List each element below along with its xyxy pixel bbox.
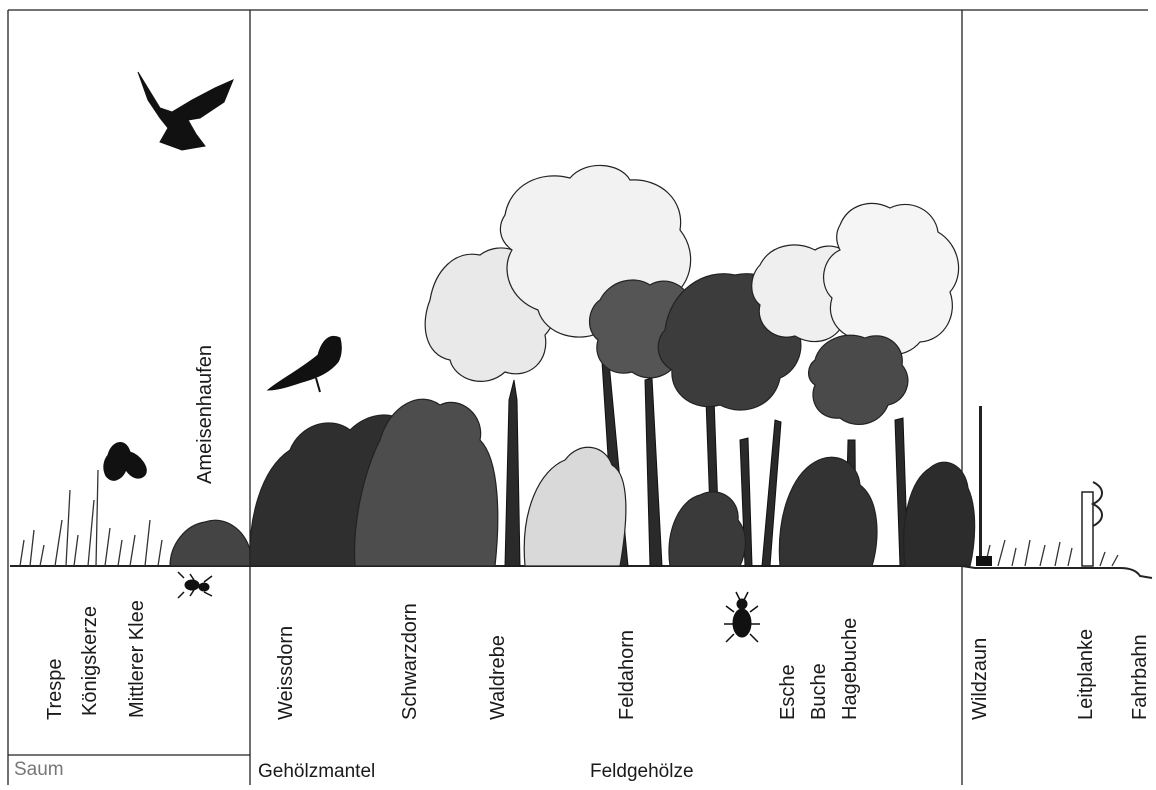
tree-icon bbox=[809, 335, 908, 424]
ant-icon bbox=[178, 572, 212, 598]
label-hagebuche: Hagebuche bbox=[840, 618, 860, 720]
songbird-icon bbox=[268, 336, 341, 390]
tree-icon bbox=[762, 420, 781, 566]
zone-label-saum: Saum bbox=[14, 760, 64, 779]
label-buche: Buche bbox=[809, 663, 829, 720]
guardrail-icon bbox=[1093, 482, 1102, 526]
label-feldahorn: Feldahorn bbox=[617, 630, 637, 720]
shrub-icon bbox=[779, 457, 877, 566]
songbird-leg bbox=[316, 378, 320, 392]
shrub-icon bbox=[669, 492, 745, 566]
grass-icon bbox=[985, 540, 1118, 566]
tree-icon bbox=[505, 380, 520, 566]
label-fahrbahn: Fahrbahn bbox=[1130, 634, 1150, 720]
road-elements bbox=[976, 406, 1102, 566]
bird-of-prey-icon bbox=[138, 72, 233, 150]
tree-icon bbox=[824, 203, 959, 354]
shrub-icon bbox=[524, 447, 626, 566]
zone-label-gehoelzmantel: Gehölzmantel bbox=[258, 762, 375, 781]
label-leitplanke: Leitplanke bbox=[1076, 629, 1096, 720]
zone-label-feldgehoelze: Feldgehölze bbox=[590, 762, 694, 781]
label-wildzaun: Wildzaun bbox=[970, 638, 990, 720]
guardrail-icon bbox=[1082, 492, 1093, 566]
tree-icon bbox=[645, 378, 662, 566]
label-trespe: Trespe bbox=[45, 658, 65, 720]
label-koenigskerze: Königskerze bbox=[80, 606, 100, 716]
fence-post-icon bbox=[979, 406, 982, 564]
label-schwarzdorn: Schwarzdorn bbox=[400, 603, 420, 720]
label-weissdorn: Weissdorn bbox=[276, 626, 296, 720]
fence-post-icon bbox=[976, 556, 992, 566]
tree-canopies bbox=[425, 165, 958, 424]
butterfly-icon bbox=[104, 443, 147, 481]
label-ameisenhaufen: Ameisenhaufen bbox=[195, 345, 215, 484]
shrub-icon bbox=[904, 462, 975, 566]
beetle-icon bbox=[724, 592, 760, 642]
shrub-icon bbox=[170, 520, 252, 566]
label-waldrebe: Waldrebe bbox=[488, 635, 508, 720]
label-esche: Esche bbox=[778, 664, 798, 720]
grass-icon bbox=[20, 470, 162, 566]
label-mittlerer-klee: Mittlerer Klee bbox=[127, 600, 147, 718]
